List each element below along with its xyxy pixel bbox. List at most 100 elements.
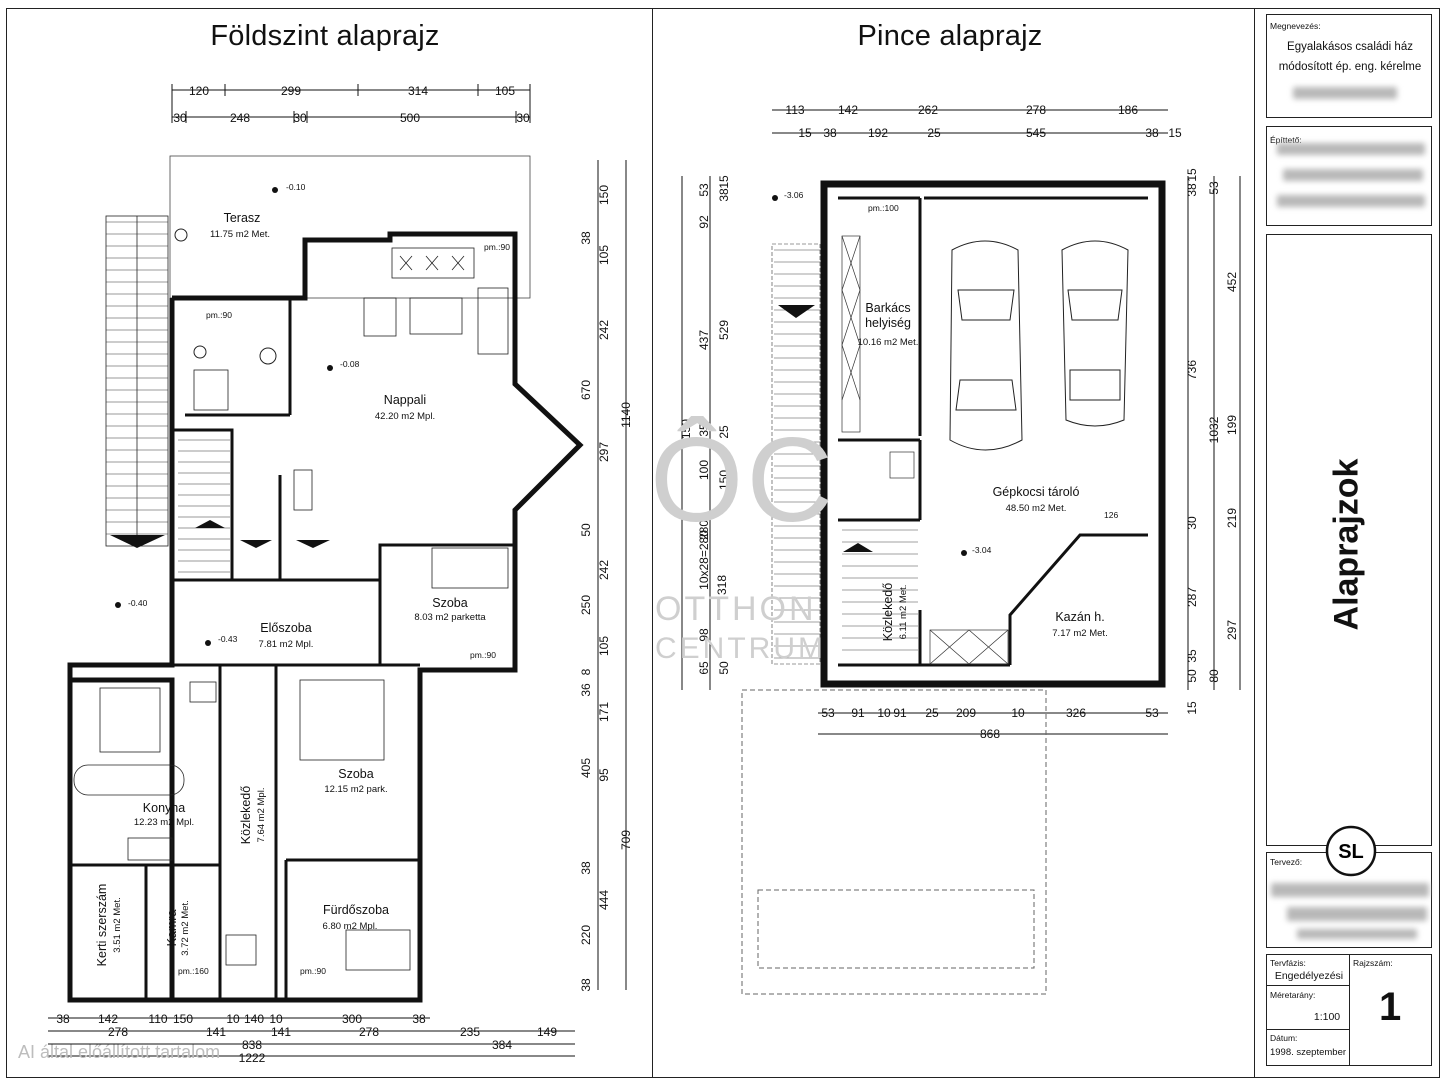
dim-label: 126 [1104, 510, 1118, 520]
svg-text:30: 30 [173, 111, 187, 125]
svg-text:248: 248 [230, 111, 250, 125]
svg-text:38: 38 [579, 231, 593, 245]
svg-text:500: 500 [400, 111, 420, 125]
svg-text:868: 868 [980, 727, 1000, 741]
svg-text:38: 38 [717, 188, 731, 202]
svg-text:326: 326 [1066, 706, 1086, 720]
svg-text:150: 150 [173, 1012, 193, 1026]
svg-text:444: 444 [597, 890, 611, 910]
svg-text:280: 280 [697, 520, 711, 540]
room-area-kamra: 3.72 m2 Met. [180, 900, 191, 955]
watermark-text-1: OTTHON [655, 590, 817, 628]
room-area-kozlekedo: 7.64 m2 Mpl. [256, 788, 267, 843]
svg-text:15: 15 [1168, 126, 1182, 140]
svg-text:38: 38 [823, 126, 837, 140]
svg-text:91: 91 [893, 706, 907, 720]
svg-text:25: 25 [925, 706, 939, 720]
sill-label: pm.:90 [470, 650, 496, 660]
level-nappali: -0.08 [340, 359, 360, 369]
svg-text:38: 38 [1145, 126, 1159, 140]
level-terasz: -0.10 [286, 182, 306, 192]
svg-text:192: 192 [868, 126, 888, 140]
room-area-szoba-small: 8.03 m2 parketta [414, 612, 486, 623]
room-name-terasz: Terasz [224, 211, 261, 225]
svg-text:98: 98 [697, 628, 711, 642]
svg-text:10: 10 [269, 1012, 283, 1026]
room-area-kazan: 7.17 m2 Met. [1052, 628, 1107, 639]
sill-label: pm.:90 [206, 310, 232, 320]
svg-text:8: 8 [579, 668, 593, 675]
svg-text:53: 53 [821, 706, 835, 720]
room-area-kerti-szerszam: 3.51 m2 Met. [112, 897, 123, 952]
ground-floor-plan: Terasz 11.75 m2 Met. Nappali 42.20 m2 Mp… [48, 84, 633, 1065]
sill-label: pm.:90 [300, 966, 326, 976]
svg-text:300: 300 [342, 1012, 362, 1026]
svg-text:25: 25 [927, 126, 941, 140]
sheet-divider [652, 8, 653, 1078]
svg-text:38: 38 [56, 1012, 70, 1026]
svg-text:297: 297 [597, 442, 611, 462]
tb-drawing-number: 1 [1379, 985, 1402, 1029]
svg-text:30: 30 [293, 111, 307, 125]
cellar-plan-title: Pince alaprajz [857, 20, 1043, 52]
room-name-szoba-small: Szoba [432, 596, 467, 610]
sill-label: pm.:100 [868, 203, 899, 213]
title-block-divider [1254, 8, 1255, 1078]
svg-text:10x28=280: 10x28=280 [697, 530, 711, 590]
tb-name-box: Megnevezés: Egyalakásos családi ház módo… [1266, 14, 1432, 118]
room-area-nappali: 42.20 m2 Mpl. [375, 411, 435, 422]
room-name-furdoszoba: Fürdőszoba [323, 903, 389, 917]
svg-text:105: 105 [597, 245, 611, 265]
room-name-szoba-large: Szoba [338, 767, 373, 781]
room-name-barkacs: Barkács [865, 301, 910, 315]
svg-text:38: 38 [1185, 183, 1199, 197]
room-name-kamra: Kamra [165, 910, 179, 947]
svg-text:15: 15 [717, 175, 731, 189]
svg-text:405: 405 [579, 758, 593, 778]
level-cellar-stair: -3.06 [784, 190, 804, 200]
svg-text:1140: 1140 [619, 402, 633, 428]
svg-text:91: 91 [851, 706, 865, 720]
watermark-text-2: CENTRUM [655, 632, 826, 665]
svg-text:100: 100 [697, 460, 711, 480]
designer-logo-icon: SL [1325, 825, 1377, 877]
svg-text:171: 171 [597, 702, 611, 722]
svg-text:50: 50 [1185, 669, 1199, 683]
svg-text:15: 15 [1185, 168, 1199, 182]
tb-scale: 1:100 [1313, 1011, 1341, 1023]
room-name-nappali: Nappali [384, 393, 426, 407]
svg-text:736: 736 [1185, 360, 1199, 380]
svg-text:235: 235 [460, 1025, 480, 1039]
svg-text:30: 30 [1185, 516, 1199, 530]
svg-text:149: 149 [537, 1025, 557, 1039]
svg-text:242: 242 [597, 320, 611, 340]
svg-text:452: 452 [1225, 272, 1239, 292]
room-name-konyha: Konyha [143, 801, 185, 815]
svg-text:242: 242 [597, 560, 611, 580]
svg-text:318: 318 [715, 575, 729, 595]
level-cellar: -3.04 [972, 545, 992, 555]
svg-text:113: 113 [785, 103, 804, 117]
svg-text:120: 120 [189, 84, 209, 98]
svg-text:92: 92 [697, 215, 711, 229]
svg-text:141: 141 [206, 1025, 226, 1039]
svg-text:278: 278 [359, 1025, 379, 1039]
svg-text:186: 186 [1118, 103, 1138, 117]
svg-text:15: 15 [1185, 701, 1199, 715]
svg-text:35: 35 [697, 423, 711, 437]
svg-text:10: 10 [226, 1012, 240, 1026]
svg-text:53: 53 [1145, 706, 1159, 720]
room-area-kozlekedo-cellar: 6.11 m2 Met. [898, 585, 909, 640]
svg-text:262: 262 [918, 103, 938, 117]
svg-text:299: 299 [281, 84, 301, 98]
level-eloszoba: -0.43 [218, 634, 238, 644]
room-name-barkacs-2: helyiség [865, 316, 911, 330]
svg-text:30: 30 [516, 111, 530, 125]
svg-text:10: 10 [877, 706, 891, 720]
room-name-kazan: Kazán h. [1055, 610, 1104, 624]
svg-text:150: 150 [717, 470, 731, 490]
svg-text:141: 141 [271, 1025, 291, 1039]
svg-text:209: 209 [956, 706, 976, 720]
tb-info-box: Tervfázis: Engedélyezési Méretarány: 1:1… [1266, 954, 1432, 1066]
svg-text:670: 670 [579, 380, 593, 400]
